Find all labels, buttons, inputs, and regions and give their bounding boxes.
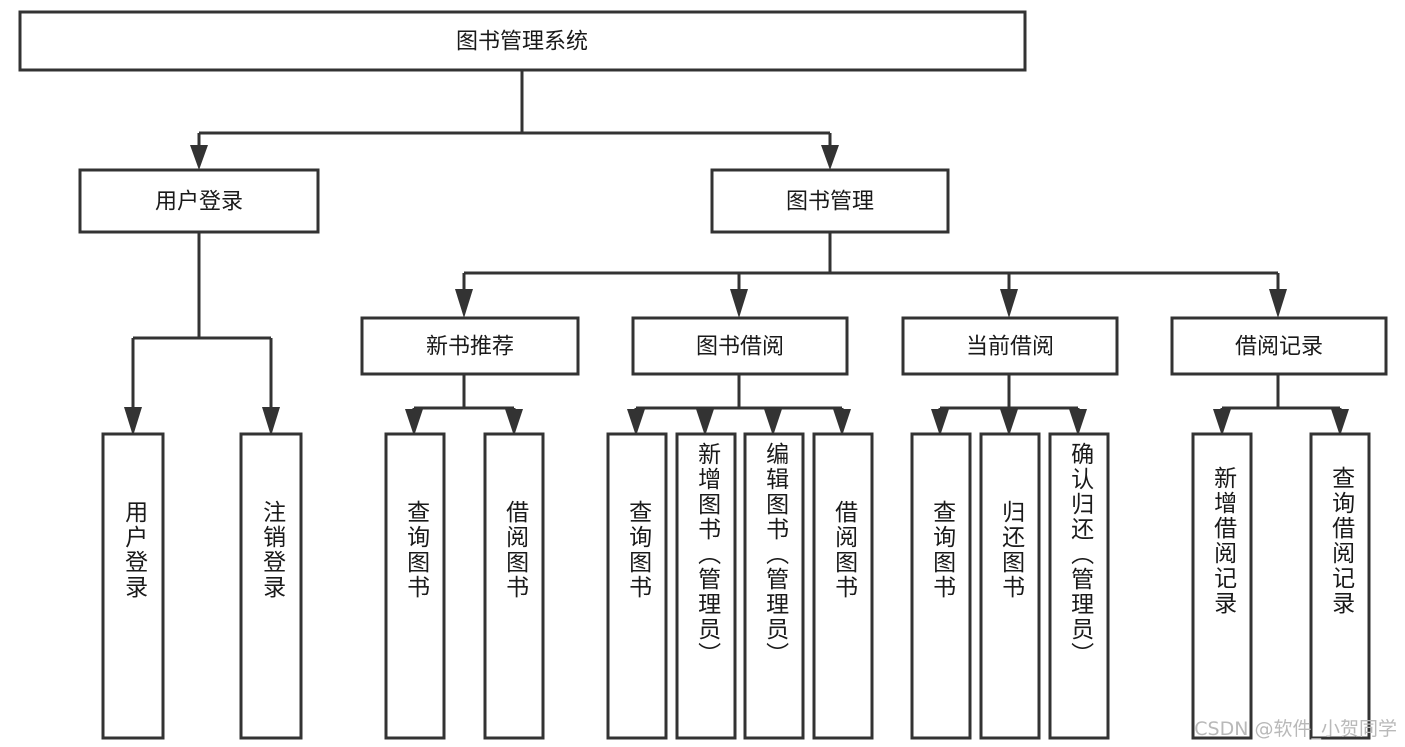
node-leaf-cb-return-book[interactable] <box>979 432 1041 740</box>
node-current-borrow[interactable] <box>901 316 1119 376</box>
connector-group-book-borrow-to-leaves <box>627 374 851 436</box>
node-leaf-logout[interactable] <box>239 432 303 740</box>
arrow-head-cb-leaf-1 <box>931 409 949 436</box>
arrow-head-book-mgmt <box>821 145 839 170</box>
node-book-management-label: 图书管理 <box>786 190 874 215</box>
node-book-borrow-label: 图书借阅 <box>696 335 784 360</box>
arrow-head-new-book <box>455 289 473 318</box>
node-leaf-nb-query-book[interactable] <box>384 432 446 740</box>
node-borrow-record-label: 借阅记录 <box>1235 335 1323 360</box>
node-root-book-management-system[interactable] <box>18 10 1027 72</box>
node-leaf-bb-query-book[interactable] <box>606 432 668 740</box>
connector-group-borrow-record-to-leaves <box>1213 374 1349 436</box>
arrow-head-bb-leaf-1 <box>627 409 645 436</box>
connector-group-root-to-level2 <box>190 70 839 170</box>
connector-group-user-login-to-leaves <box>124 232 280 436</box>
arrow-head-leaf-logout <box>262 407 280 436</box>
node-leaf-br-query-record[interactable] <box>1309 432 1371 740</box>
arrow-head-current-borrow <box>1000 289 1018 318</box>
arrow-head-br-leaf-1 <box>1213 409 1231 436</box>
node-borrow-record[interactable] <box>1170 316 1388 376</box>
node-user-login-label: 用户登录 <box>155 190 243 215</box>
node-leaf-bb-borrow-book[interactable] <box>812 432 874 740</box>
arrow-head-bb-leaf-2 <box>696 409 714 436</box>
node-book-management[interactable] <box>710 168 950 234</box>
arrow-head-nb-leaf-2 <box>505 409 523 436</box>
arrow-head-bb-leaf-3 <box>764 409 782 436</box>
node-user-login[interactable] <box>78 168 320 234</box>
connector-group-current-borrow-to-leaves <box>931 374 1087 436</box>
node-root-label: 图书管理系统 <box>456 30 588 55</box>
node-new-book-recommend-label: 新书推荐 <box>426 335 514 360</box>
arrow-head-bb-leaf-4 <box>833 409 851 436</box>
connector-group-book-mgmt-to-level3 <box>455 232 1287 318</box>
node-current-borrow-label: 当前借阅 <box>966 335 1054 360</box>
arrow-head-borrow-record <box>1269 289 1287 318</box>
arrow-head-nb-leaf-1 <box>405 409 423 436</box>
node-leaf-cb-query-book[interactable] <box>910 432 972 740</box>
node-leaf-bb-edit-book[interactable] <box>743 432 805 740</box>
arrow-head-book-borrow <box>730 289 748 318</box>
node-leaf-br-add-record[interactable] <box>1191 432 1253 740</box>
connector-group-new-book-to-leaves <box>405 374 523 436</box>
arrow-head-cb-leaf-2 <box>1000 409 1018 436</box>
node-book-borrow[interactable] <box>631 316 849 376</box>
arrow-head-br-leaf-2 <box>1331 409 1349 436</box>
node-leaf-user-login[interactable] <box>101 432 165 740</box>
arrow-head-cb-leaf-3 <box>1069 409 1087 436</box>
arrow-head-leaf-user-login <box>124 407 142 436</box>
node-new-book-recommend[interactable] <box>360 316 580 376</box>
node-leaf-nb-borrow-book[interactable] <box>483 432 545 740</box>
node-leaf-cb-confirm-return[interactable] <box>1048 432 1110 740</box>
arrow-head-user-login <box>190 145 208 170</box>
node-leaf-bb-add-book[interactable] <box>675 432 737 740</box>
